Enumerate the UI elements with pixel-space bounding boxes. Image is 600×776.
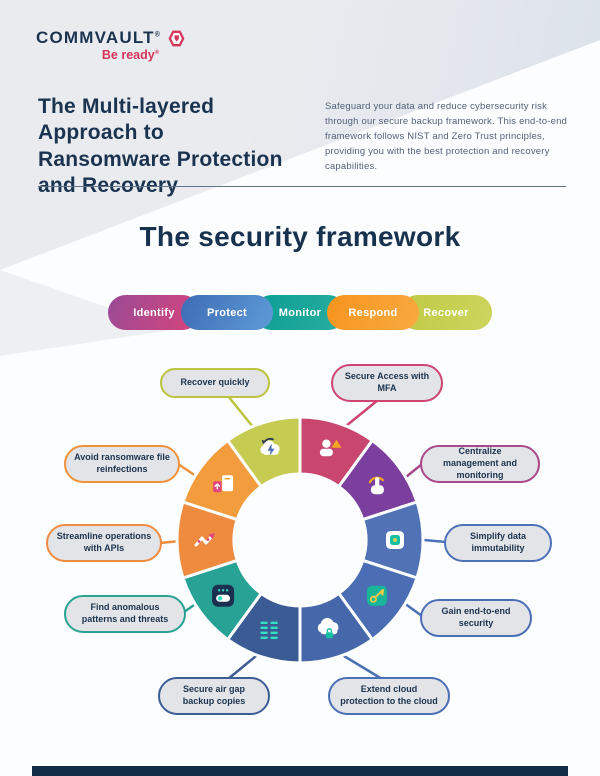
pill-respond: Respond bbox=[327, 295, 419, 330]
callout-avoid-reinfections: Avoid ransomware file reinfections bbox=[64, 445, 180, 483]
callout-data-immutability: Simplify data immutability bbox=[444, 524, 552, 562]
file-scan-icon bbox=[213, 475, 234, 493]
anomaly-box-icon bbox=[212, 584, 235, 607]
cloud-recover-icon bbox=[260, 437, 280, 456]
callout-air-gap-copies: Secure air gap backup copies bbox=[158, 677, 270, 715]
header-divider bbox=[38, 186, 566, 187]
immutable-app-icon bbox=[386, 531, 404, 549]
airgap-lines-icon bbox=[260, 621, 281, 640]
callout-streamline-apis: Streamline operations with APIs bbox=[46, 524, 162, 562]
callout-end-to-end-security: Gain end-to-end security bbox=[420, 599, 532, 637]
callout-anomalous-patterns: Find anomalous patterns and threats bbox=[64, 595, 186, 633]
pill-protect: Protect bbox=[181, 295, 273, 330]
callout-extend-cloud-protection: Extend cloud protection to the cloud bbox=[328, 677, 450, 715]
callout-recover-quickly: Recover quickly bbox=[160, 368, 270, 398]
key-icon bbox=[366, 585, 387, 606]
cloud-lock-icon bbox=[317, 618, 339, 639]
brand-tagline: Be ready® bbox=[101, 48, 160, 62]
api-zigzag-icon bbox=[194, 533, 215, 547]
commvault-logo: COMMVAULT® Be ready® bbox=[36, 28, 186, 62]
page-title: The Multi-layered Approach to Ransomware… bbox=[38, 95, 283, 198]
registered-mark: ® bbox=[154, 31, 162, 39]
intro-paragraph: Safeguard your data and reduce cybersecu… bbox=[325, 101, 568, 172]
hexagon-logo-icon bbox=[167, 29, 186, 48]
user-alert-icon bbox=[319, 439, 342, 457]
callout-secure-access-mfa: Secure Access with MFA bbox=[331, 364, 443, 402]
footer-bar bbox=[32, 766, 568, 776]
framework-heading: The security framework bbox=[139, 221, 461, 252]
tap-icon bbox=[368, 476, 384, 495]
callout-centralize-management: Centralize management and monitoring bbox=[420, 445, 540, 483]
framework-pill-row: Identify Protect Monitor Respond Recover bbox=[0, 295, 600, 330]
security-donut-diagram bbox=[175, 415, 425, 665]
brand-wordmark: COMMVAULT® bbox=[36, 28, 162, 47]
